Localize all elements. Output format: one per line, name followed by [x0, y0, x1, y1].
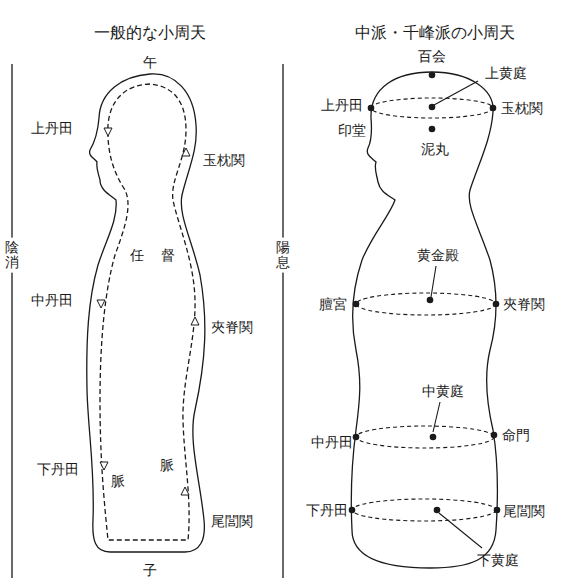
point-label: 子 — [143, 562, 157, 579]
point-dot — [353, 301, 360, 308]
point-label: 任 — [130, 247, 144, 264]
point-label: 中黄庭 — [422, 383, 464, 400]
point-label: 脈 — [160, 457, 174, 474]
point-dot — [430, 434, 437, 441]
point-dot — [429, 104, 436, 111]
point-label: 黄金殿 — [417, 247, 459, 264]
point-dot — [490, 105, 497, 112]
point-label: 上丹田 — [31, 120, 73, 137]
leader-line — [439, 513, 482, 548]
point-label: 命門 — [502, 427, 530, 444]
point-label: 泥丸 — [421, 141, 449, 158]
meridian-path — [100, 84, 195, 540]
dashed-ring — [356, 293, 496, 315]
bracket-line — [282, 64, 283, 578]
arrowhead — [181, 487, 189, 495]
leader-line — [431, 266, 436, 297]
point-label: 玉枕関 — [501, 100, 543, 117]
side-label: 陽息 — [275, 238, 291, 273]
point-label: 膻宮 — [319, 296, 347, 313]
point-label: 督 — [161, 247, 175, 264]
point-dot — [491, 432, 498, 439]
point-label: 下黄庭 — [477, 552, 519, 569]
point-label: 下丹田 — [306, 502, 348, 519]
panel-heading: 中派・千峰派の小周天 — [355, 23, 515, 42]
leader-line — [434, 81, 478, 105]
point-dot — [368, 105, 375, 112]
point-dot — [427, 297, 434, 304]
point-label: 上丹田 — [321, 97, 363, 114]
arrowhead — [104, 128, 112, 136]
body-outline — [351, 72, 497, 568]
point-dot — [429, 72, 436, 79]
dashed-ring — [371, 98, 493, 118]
point-label: 印堂 — [338, 122, 366, 139]
point-dot — [494, 507, 501, 514]
point-label: 夾脊関 — [211, 319, 253, 336]
dashed-ring — [352, 499, 496, 521]
point-dot — [434, 507, 441, 514]
arrowhead — [97, 300, 105, 308]
point-label: 下丹田 — [37, 461, 79, 478]
point-dot — [353, 434, 360, 441]
body-outline — [87, 74, 205, 552]
point-label: 中丹田 — [311, 434, 353, 451]
arrowhead — [100, 462, 108, 470]
point-label: 午 — [143, 54, 157, 71]
point-label: 脈 — [111, 473, 125, 490]
point-label: 中丹田 — [31, 292, 73, 309]
point-dot — [429, 126, 436, 133]
point-label: 上黄庭 — [485, 65, 527, 82]
bracket-line — [11, 64, 12, 578]
point-label: 夾脊関 — [503, 296, 545, 313]
point-label: 玉枕関 — [203, 152, 245, 169]
point-label: 尾閭関 — [503, 503, 545, 520]
point-dot — [349, 507, 356, 514]
leader-line — [433, 402, 440, 432]
arrowhead — [191, 317, 199, 325]
point-dot — [493, 301, 500, 308]
point-label: 百会 — [418, 48, 446, 65]
panel-heading: 一般的な小周天 — [94, 23, 206, 42]
arrowhead — [182, 148, 190, 156]
point-label: 尾閭関 — [211, 513, 253, 530]
side-label: 陰消 — [4, 238, 20, 273]
dashed-ring — [356, 426, 494, 448]
